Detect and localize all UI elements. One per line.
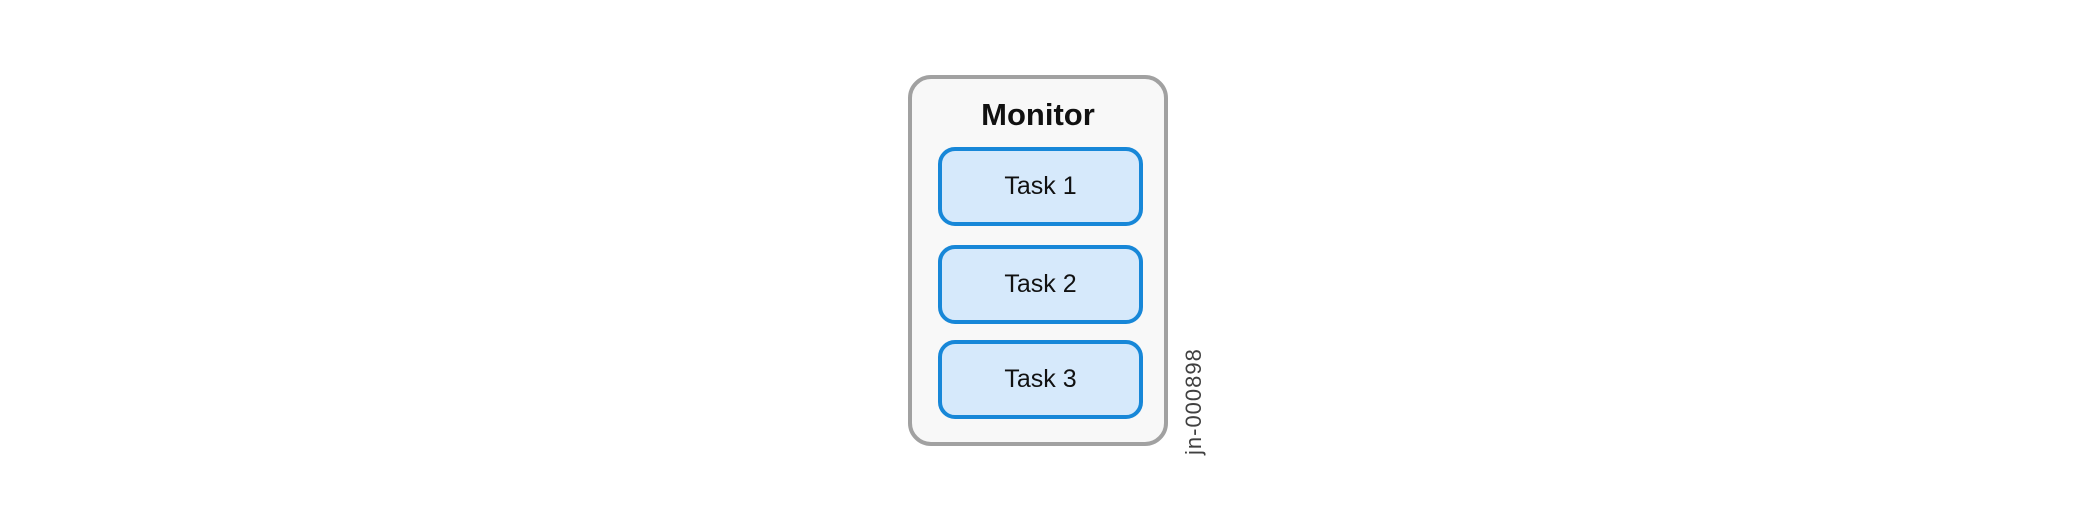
task-box-1: Task 1 bbox=[938, 147, 1143, 226]
task-box-2: Task 2 bbox=[938, 245, 1143, 324]
task-box-3: Task 3 bbox=[938, 340, 1143, 419]
figure-id-label: jn-000898 bbox=[1181, 348, 1206, 455]
monitor-title: Monitor bbox=[981, 97, 1095, 132]
monitor-container: Monitor Task 1 Task 2 Task 3 bbox=[908, 75, 1168, 446]
